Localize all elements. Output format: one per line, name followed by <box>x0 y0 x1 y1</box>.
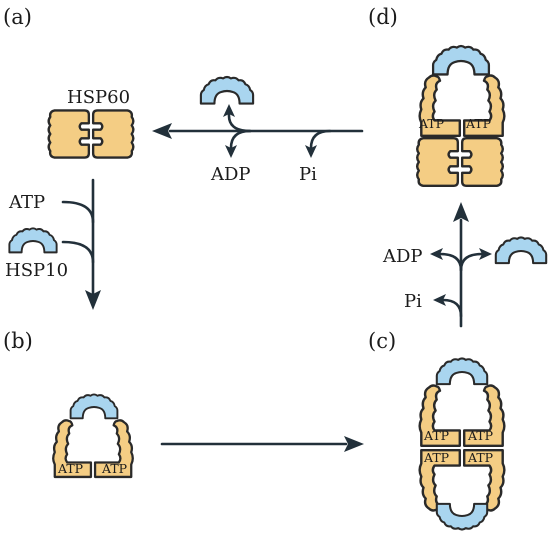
panel-label-d: (d) <box>368 5 398 29</box>
complex-c: ATP ATP ATP ATP <box>418 357 506 531</box>
atp-c-3: ATP <box>423 450 449 465</box>
assembly-arrow <box>160 436 364 452</box>
panel-label-b: (b) <box>3 329 33 353</box>
binding-arrow <box>85 178 101 310</box>
hsp10-out-icon <box>494 236 548 265</box>
atp-c-4: ATP <box>467 450 493 465</box>
atp-d-right: ATP <box>465 116 491 131</box>
hsp10-out-branch <box>459 248 492 272</box>
hsp10-label: HSP10 <box>5 260 68 281</box>
hsp60-label: HSP60 <box>67 87 130 108</box>
adp-label-top: ADP <box>210 164 251 185</box>
atp-c-1: ATP <box>423 428 449 443</box>
complex-d: ATP ATP <box>415 44 506 188</box>
pi-release-branch <box>305 129 332 158</box>
atp-b-left: ATP <box>57 461 83 476</box>
adp-out-branch <box>430 248 463 272</box>
adp-release-branch <box>225 129 252 158</box>
hsp10-input-icon <box>8 227 58 254</box>
atp-b-right: ATP <box>101 461 127 476</box>
atp-d-left: ATP <box>418 116 444 131</box>
atp-label-left: ATP <box>8 192 45 213</box>
hsp10-input-branch <box>61 240 95 264</box>
atp-input-branch <box>61 200 95 224</box>
panel-label-a: (a) <box>3 5 32 29</box>
complex-b: ATP ATP <box>52 393 134 479</box>
hsp60-ring-icon <box>47 109 135 159</box>
panel-label-c: (c) <box>368 329 396 353</box>
hsp10-cap-icon <box>199 75 255 105</box>
adp-label-right: ADP <box>382 246 423 267</box>
pi-out-branch <box>433 294 463 318</box>
atp-c-2: ATP <box>467 428 493 443</box>
pi-label-right: Pi <box>404 291 422 312</box>
pi-label-top: Pi <box>299 164 317 185</box>
hsp10-release-branch <box>223 104 252 133</box>
